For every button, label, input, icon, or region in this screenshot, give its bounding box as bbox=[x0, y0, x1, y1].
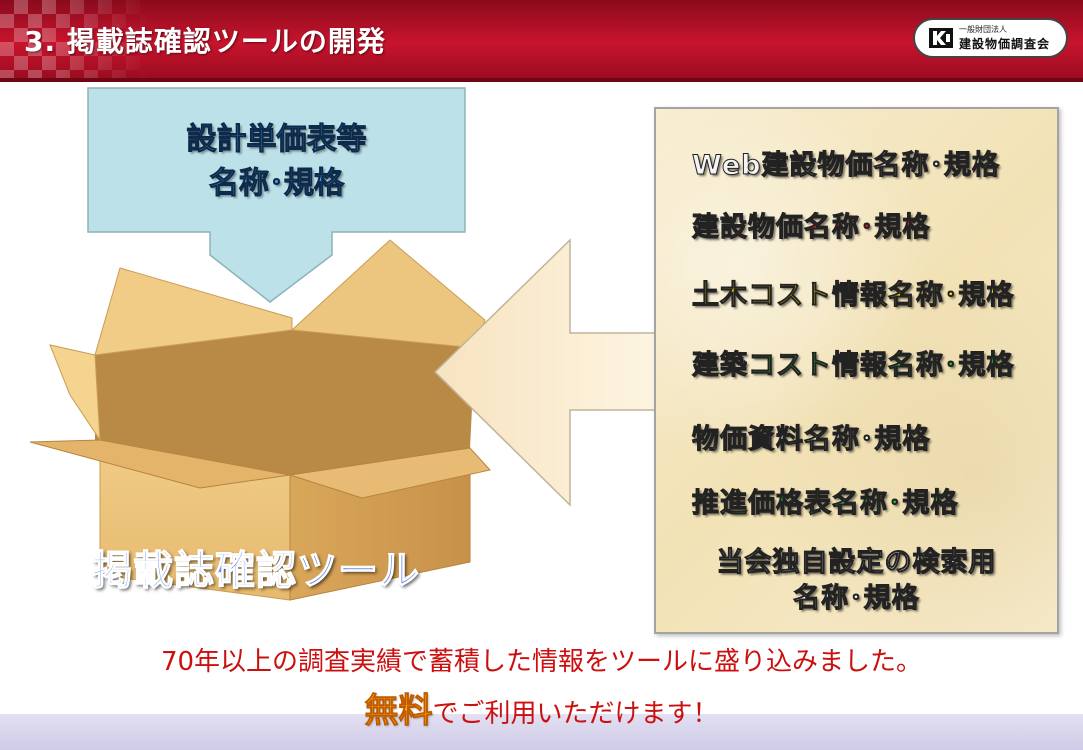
spec-item-original-search-line1: 当会独自設定の検索用 bbox=[716, 547, 997, 579]
spec-item-web-kensetsu-bukka: Web建設物価名称･規格 bbox=[692, 150, 1000, 182]
spec-item-original-search: 当会独自設定の検索用 名称･規格 bbox=[656, 545, 1057, 617]
footer-band bbox=[0, 714, 1083, 750]
spec-item-bukka-shiryo: 物価資料名称･規格 bbox=[692, 424, 931, 456]
source-arrow-shape bbox=[87, 87, 466, 303]
checker-pattern bbox=[0, 0, 150, 78]
caption-line2: 無料でご利用いただけます！ bbox=[0, 683, 1083, 732]
page-title: 3. 掲載誌確認ツールの開発 bbox=[24, 25, 386, 58]
logo-main-text: 建設物価調査会 bbox=[959, 37, 1051, 51]
logo-mark-icon bbox=[929, 28, 953, 48]
spec-item-suishin-kakaku: 推進価格表名称･規格 bbox=[692, 488, 959, 520]
logo-sub-text: 一般財団法人 bbox=[959, 25, 1007, 34]
source-label: 設計単価表等 名称･規格 bbox=[88, 118, 465, 206]
spec-item-kensetsu-bukka: 建設物価名称･規格 bbox=[692, 212, 931, 244]
spec-item-doboku-cost: 土木コスト情報名称･規格 bbox=[692, 280, 1015, 312]
spec-list-panel: Web建設物価名称･規格 建設物価名称･規格 土木コスト情報名称･規格 建築コス… bbox=[654, 107, 1059, 634]
free-highlight: 無料 bbox=[364, 691, 433, 732]
source-label-line1: 設計単価表等 bbox=[186, 122, 367, 158]
cardboard-box-icon bbox=[29, 239, 491, 601]
tool-label: 掲載誌確認ツール bbox=[91, 547, 420, 594]
spec-item-kenchiku-cost: 建築コスト情報名称･規格 bbox=[692, 350, 1015, 382]
source-label-line2: 名称･規格 bbox=[209, 166, 345, 202]
caption-line1: 70年以上の調査実績で蓄積した情報をツールに盛り込みました。 bbox=[160, 647, 923, 677]
spec-item-original-search-line2: 名称･規格 bbox=[793, 583, 920, 615]
header-bar: 3. 掲載誌確認ツールの開発 一般財団法人 建設物価調査会 bbox=[0, 0, 1083, 82]
caption-line2-rest: でご利用いただけます！ bbox=[432, 699, 719, 729]
logo: 一般財団法人 建設物価調査会 bbox=[913, 18, 1068, 58]
